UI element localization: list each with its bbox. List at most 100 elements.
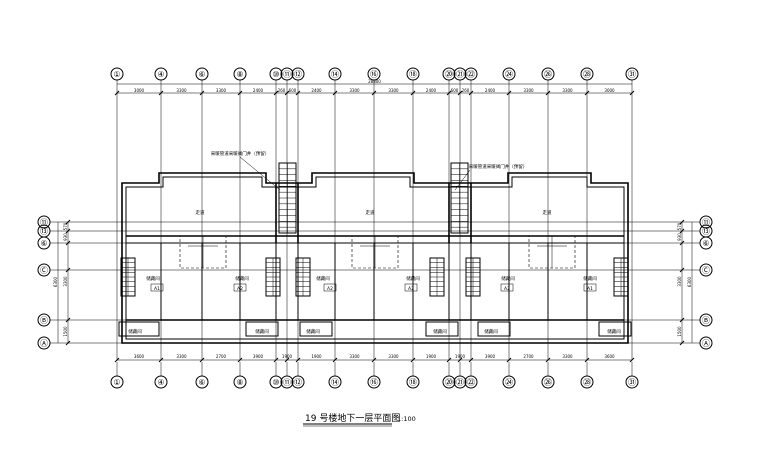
storage-bottom-label-5: 储藏间 (607, 328, 621, 335)
corridor-label-2: 走道 (543, 209, 552, 216)
unit-tag-4: A2 (504, 286, 510, 292)
corridor-label-0: 走道 (196, 209, 205, 216)
bottom-axis-4-circle (269, 375, 283, 389)
plan-annotations: 采暖管道采暖阀门井（预留）采暖管道采暖阀门井（预留）走道走道走道储藏间储藏间储藏… (128, 150, 621, 335)
top-dim-15: 3000 (604, 88, 615, 93)
bottom-axis-1-label: ④ (157, 378, 164, 387)
bottom-axis-7-label: ⑭ (331, 378, 339, 387)
corridor-label-1: 走道 (366, 209, 375, 216)
top-axis-9-circle (406, 67, 420, 81)
bottom-axis-14-circle (541, 375, 555, 389)
bottom-axis-6-circle (291, 375, 305, 389)
top-axis-13-circle (502, 67, 516, 81)
top-dim-14: 3300 (562, 88, 573, 93)
top-dim-1: 3300 (176, 88, 187, 93)
bottom-dim-3: 3900 (253, 354, 264, 359)
bottom-axis-13-label: ㉔ (505, 378, 513, 387)
bottom-axis-2-circle (195, 375, 209, 389)
top-dim-7: 3300 (349, 88, 360, 93)
right-dim-2: 3300 (677, 276, 682, 287)
top-axis-8-circle (367, 67, 381, 81)
top-dim-8: 3300 (388, 88, 399, 93)
left-axis-5-circle (37, 336, 51, 350)
well-5 (598, 321, 632, 337)
bottom-axis-4-label: ⑩ (272, 378, 279, 387)
right-axis-2-label: ⑥ (702, 239, 709, 248)
drawing-scale: 1:100 (397, 415, 416, 423)
bottom-dim-1: 3300 (176, 354, 187, 359)
left-axis-1-label: ⑬ (40, 227, 48, 236)
bottom-dim-10: 3900 (485, 354, 496, 359)
top-axis-7-circle (328, 67, 342, 81)
bottom-dim-6: 3300 (349, 354, 360, 359)
left-dim-1: 930 (63, 233, 68, 241)
bottom-axis-5-label: ⑪ (283, 378, 291, 387)
bottom-axis-12-label: ㉒ (467, 378, 475, 387)
top-axis-16-label: ㉛ (628, 70, 636, 79)
room-label-3: 储藏间 (406, 275, 420, 282)
top-dim-3: 2400 (253, 88, 264, 93)
well-0 (118, 321, 160, 337)
interior-details (118, 162, 632, 337)
bottom-axis-16-label: ㉛ (628, 378, 636, 387)
left-axis-0-label: ⑪ (40, 218, 48, 227)
right-axis-3-label: Ⓒ (702, 266, 710, 275)
unit-tag-3: A2 (408, 286, 414, 292)
top-axis-5-circle (280, 67, 294, 81)
right-axis-4-circle (699, 313, 713, 327)
top-axis-16-circle (625, 67, 639, 81)
top-axis-9-label: ⑱ (409, 70, 417, 79)
left-axis-0-circle (37, 215, 51, 229)
top-dim-11: 260 (462, 88, 470, 93)
top-axis-1-label: ④ (157, 70, 164, 79)
top-axis-10-circle (442, 67, 456, 81)
bottom-dim-7: 3300 (388, 354, 399, 359)
storage-bottom-label-2: 储藏间 (306, 328, 320, 335)
well-1 (245, 321, 279, 337)
room-label-5: 储藏间 (583, 275, 597, 282)
left-axis-3-label: Ⓒ (40, 266, 48, 275)
bottom-axis-8-circle (367, 375, 381, 389)
bottom-axis-9-circle (406, 375, 420, 389)
unit-tag-box-5 (583, 283, 597, 292)
top-dim-5: 600 (289, 88, 297, 93)
right-axis-0-circle (699, 215, 713, 229)
left-axis-4-label: Ⓑ (40, 316, 48, 325)
bottom-axis-14-label: ㉖ (544, 378, 552, 387)
callout-right: 采暖管道采暖阀门井（预留） (469, 163, 528, 170)
callout-right-leader (454, 169, 471, 191)
storage-bottom-label-3: 储藏间 (433, 328, 447, 335)
well-3 (425, 321, 459, 337)
bottom-axis-0-circle (110, 375, 124, 389)
well-2 (299, 321, 333, 337)
top-dim-0: 3000 (134, 88, 145, 93)
top-axis-3-label: ⑧ (236, 70, 243, 79)
bottom-dim-13: 3600 (604, 354, 615, 359)
top-dim-13: 3300 (523, 88, 534, 93)
room-label-0: 储藏间 (146, 275, 160, 282)
right-dim-3: 1500 (677, 326, 682, 337)
drawing-title: 19 号楼地下一层平面图 (305, 412, 400, 424)
right-dim-1: 930 (677, 233, 682, 241)
top-axis-4-circle (269, 67, 283, 81)
callout-left-leader (239, 156, 281, 191)
right-total-text: 6300 (687, 276, 692, 287)
room-label-1: 储藏间 (235, 275, 249, 282)
bottom-axis-2-label: ⑥ (198, 378, 205, 387)
bottom-dim-8: 1900 (426, 354, 437, 359)
callout-left: 采暖管道采暖阀门井（预留） (211, 150, 270, 157)
bottom-axis-5-circle (280, 375, 294, 389)
well-4 (477, 321, 511, 337)
right-axis-4-label: Ⓑ (702, 316, 710, 325)
right-axis-5-circle (699, 336, 713, 350)
bottom-dim-5: 1900 (311, 354, 322, 359)
bottom-axis-3-label: ⑧ (236, 378, 243, 387)
top-axis-14-label: ㉖ (544, 70, 552, 79)
bottom-axis-1-circle (154, 375, 168, 389)
room-label-2: 储藏间 (316, 275, 330, 282)
unit-tag-box-1 (233, 283, 247, 292)
storage-bottom-label-4: 储藏间 (484, 328, 498, 335)
left-axis-5-label: Ⓐ (40, 339, 48, 348)
top-axis-2-circle (195, 67, 209, 81)
